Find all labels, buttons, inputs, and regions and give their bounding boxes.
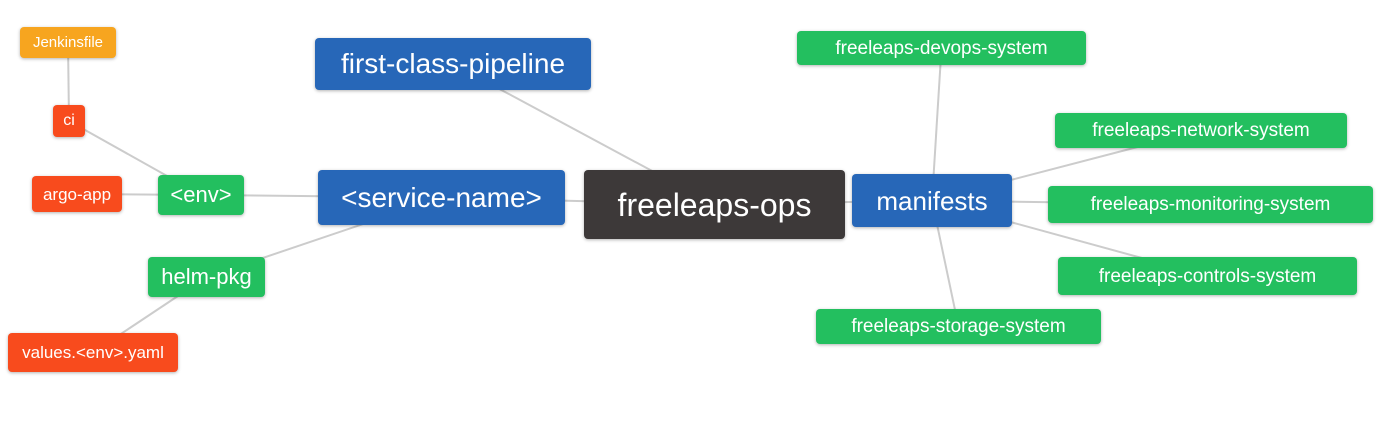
node-freeleaps-ops[interactable]: freeleaps-ops	[584, 170, 845, 239]
node-manifests[interactable]: manifests	[852, 174, 1012, 227]
node-helm-pkg[interactable]: helm-pkg	[148, 257, 265, 297]
node-freeleaps-devops-system[interactable]: freeleaps-devops-system	[797, 31, 1086, 65]
node-ci[interactable]: ci	[53, 105, 85, 137]
node-jenkinsfile[interactable]: Jenkinsfile	[20, 27, 116, 58]
node-freeleaps-monitoring-system[interactable]: freeleaps-monitoring-system	[1048, 186, 1373, 223]
node-argo-app[interactable]: argo-app	[32, 176, 122, 212]
node-freeleaps-storage-system[interactable]: freeleaps-storage-system	[816, 309, 1101, 344]
node-freeleaps-network-system[interactable]: freeleaps-network-system	[1055, 113, 1347, 148]
node-freeleaps-controls-system[interactable]: freeleaps-controls-system	[1058, 257, 1357, 295]
node-values-env-yaml[interactable]: values.<env>.yaml	[8, 333, 178, 372]
node-env[interactable]: <env>	[158, 175, 244, 215]
node-first-class-pipeline[interactable]: first-class-pipeline	[315, 38, 591, 90]
node-service-name[interactable]: <service-name>	[318, 170, 565, 225]
